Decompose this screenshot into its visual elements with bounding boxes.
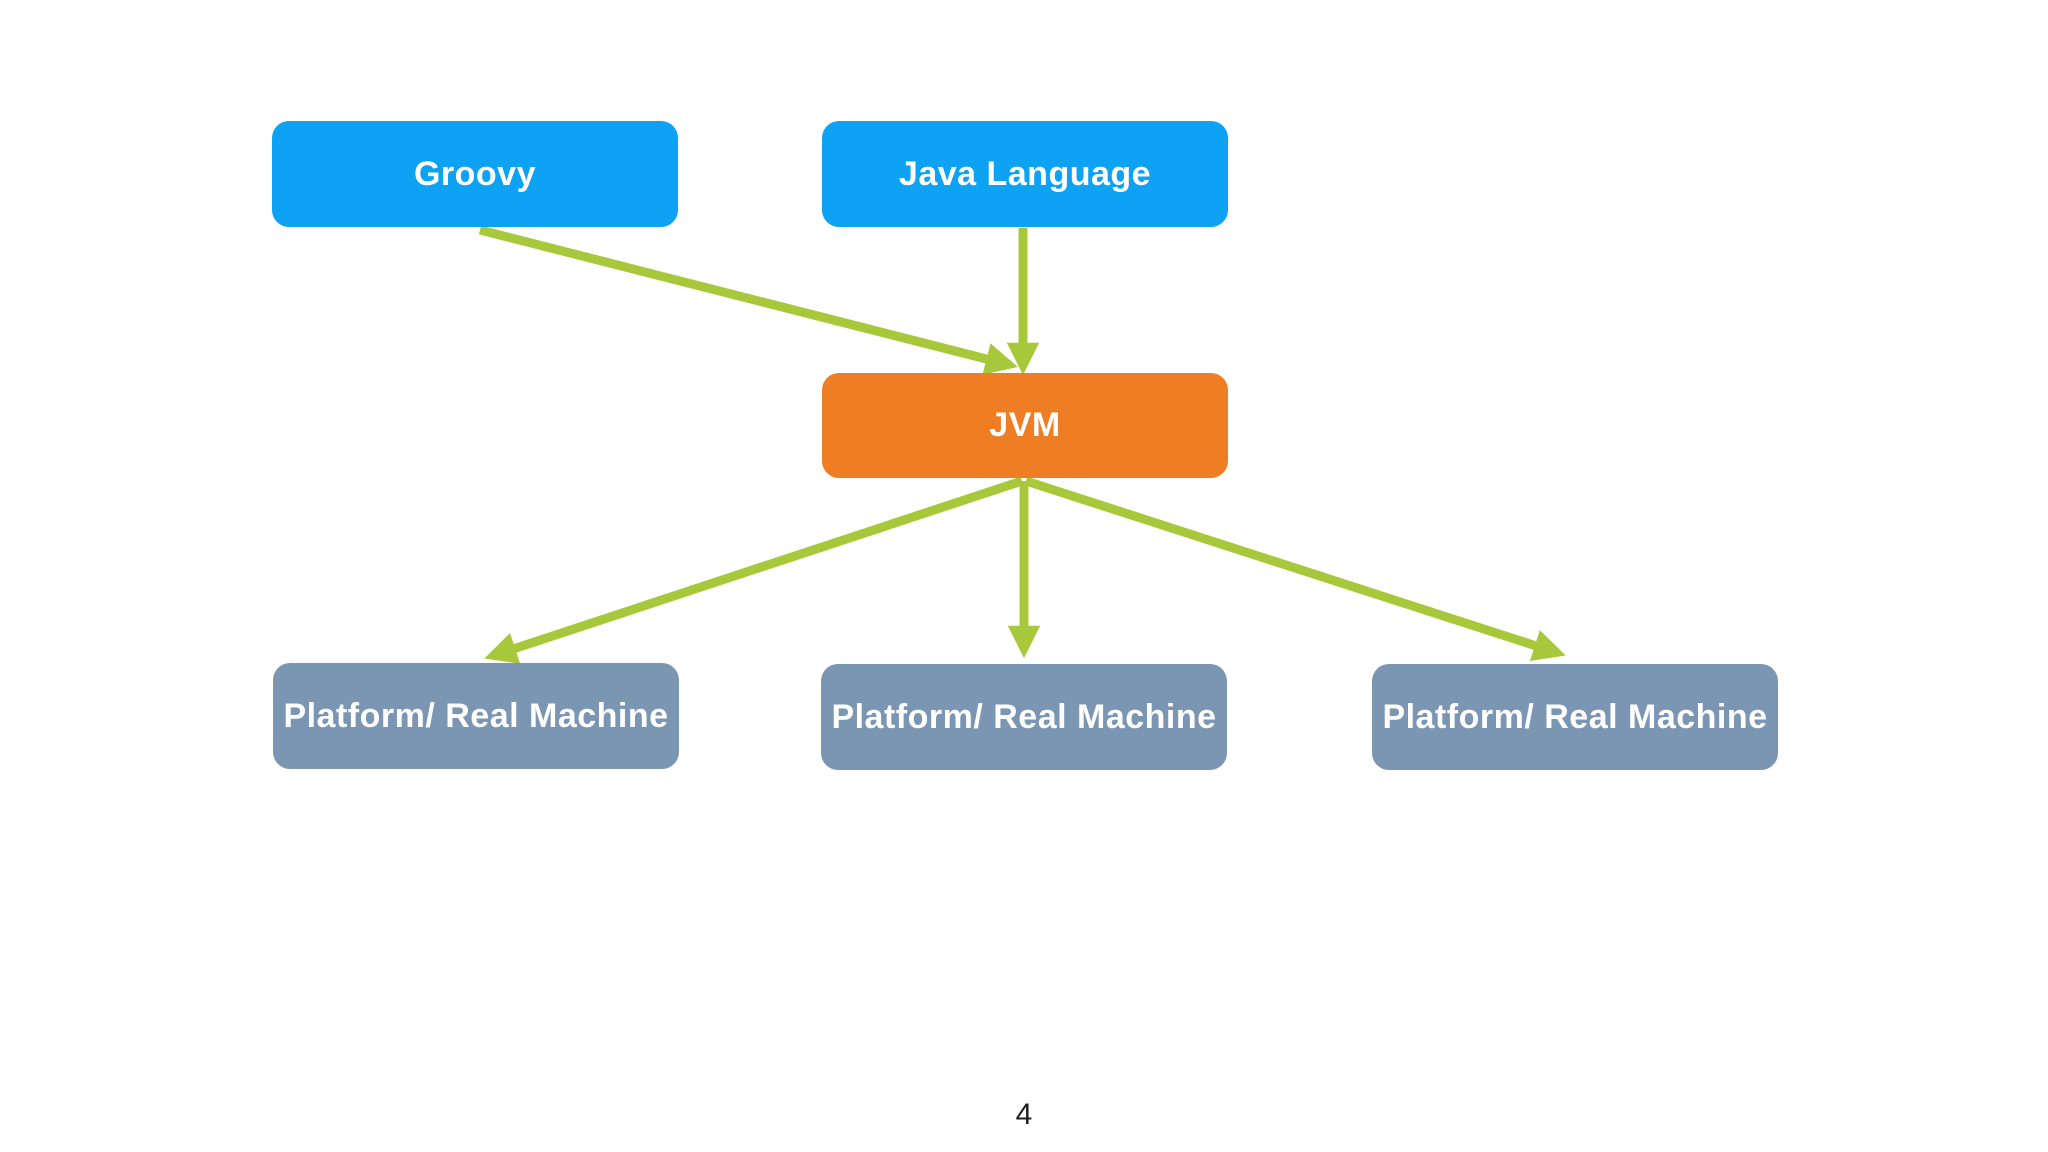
page-number: 4 [1015, 1098, 1033, 1131]
node-platform-3: Platform/ Real Machine [1372, 664, 1778, 770]
arrow-jvm-to-platform-1 [484, 476, 1024, 664]
node-platform-3-label: Platform/ Real Machine [1382, 697, 1768, 736]
arrow-jvm-to-platform-3 [1024, 476, 1566, 661]
node-groovy: Groovy [272, 121, 678, 227]
node-platform-1-label: Platform/ Real Machine [283, 696, 669, 735]
arrow-groovy-to-jvm [478, 225, 1018, 375]
node-platform-1: Platform/ Real Machine [273, 663, 679, 769]
node-groovy-label: Groovy [413, 154, 537, 193]
node-java-language-label: Java Language [898, 154, 1152, 193]
node-jvm-label: JVM [989, 406, 1061, 444]
node-platform-2: Platform/ Real Machine [821, 664, 1227, 770]
node-java-language: Java Language [822, 121, 1228, 227]
node-jvm: JVM [822, 373, 1228, 478]
node-platform-2-label: Platform/ Real Machine [831, 697, 1217, 736]
